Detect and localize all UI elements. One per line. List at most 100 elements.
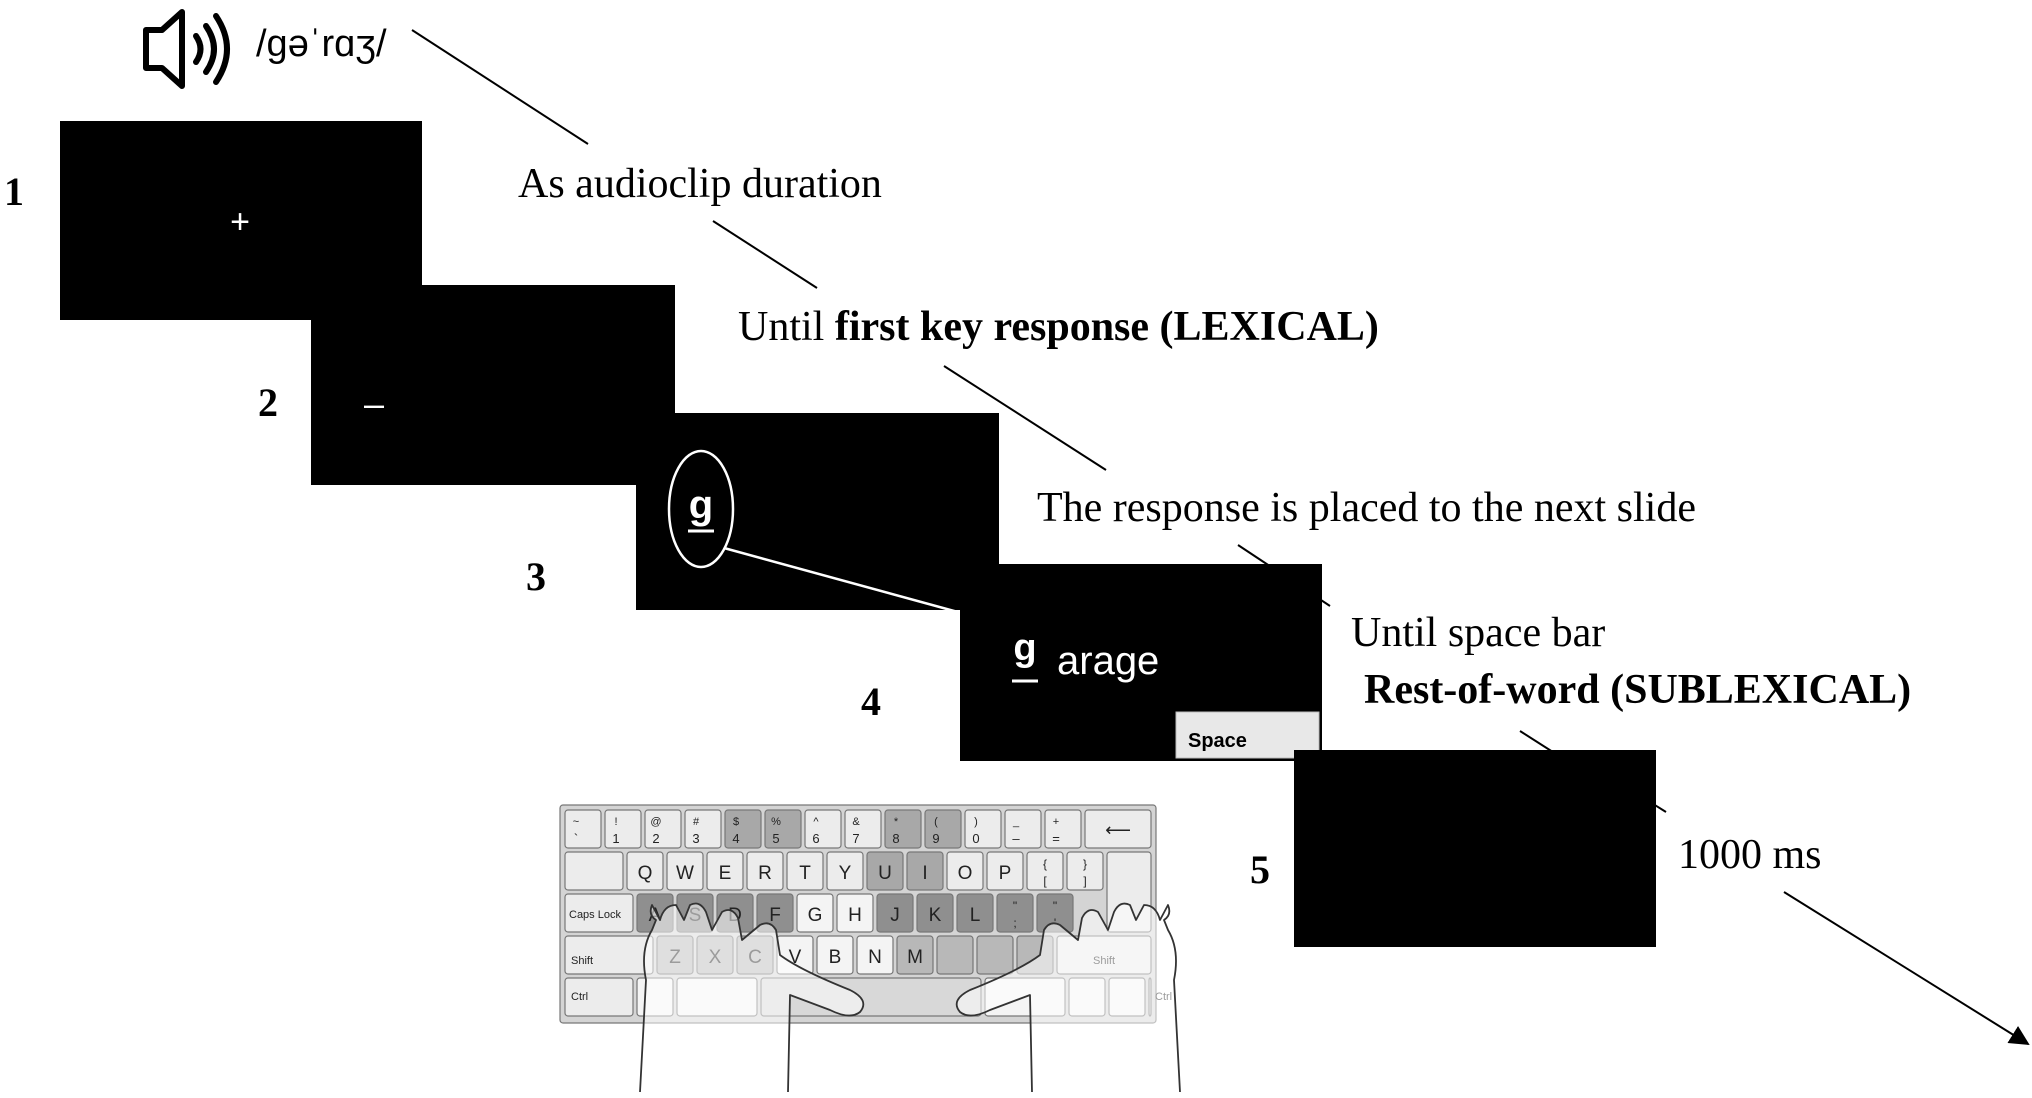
key-number-9-label: 9 — [932, 831, 939, 846]
key-number-6 — [804, 809, 842, 849]
speaker-icon — [143, 9, 230, 89]
key-number-3-label: 3 — [692, 831, 699, 846]
key-number-5 — [764, 809, 802, 849]
connector-line-3 — [943, 365, 1107, 471]
key-number-4-shift-label: $ — [733, 816, 739, 828]
key-number-1-label: 1 — [612, 831, 619, 846]
key-p-label: P — [999, 863, 1012, 884]
key-f-label: F — [769, 905, 781, 926]
key-number-10-label: 0 — [972, 831, 979, 846]
duration-label-5: 1000 ms — [1678, 832, 1822, 878]
duration-label-4-line-1: Until space bar — [1351, 610, 1605, 656]
key-number-0 — [564, 809, 602, 849]
key-ctrl-left — [564, 977, 634, 1017]
screen-3-typed-letter: g — [689, 483, 713, 527]
key-number-5-label: 5 — [772, 831, 779, 846]
response-highlight-ellipse — [667, 449, 735, 569]
key-punct-0 — [996, 893, 1034, 933]
key-number-6-shift-label: ^ — [813, 816, 819, 828]
key-k-label: K — [929, 905, 942, 926]
key-number-4 — [724, 809, 762, 849]
duration-label-4-line-2: Rest-of-word (SUBLEXICAL) — [1364, 667, 1911, 713]
key-number-7 — [844, 809, 882, 849]
key-number-10 — [964, 809, 1002, 849]
key-number-2 — [644, 809, 682, 849]
key-number-12 — [1044, 809, 1082, 849]
key-number-5-shift-label: % — [771, 816, 781, 828]
key-bracket-1-bottom: ] — [1083, 874, 1086, 888]
key-number-7-label: 7 — [852, 831, 859, 846]
step-number-5: 5 — [1250, 847, 1270, 892]
key-number-8-shift-label: * — [894, 816, 899, 828]
key-i-label: I — [922, 863, 927, 884]
key-number-6-label: 6 — [812, 831, 819, 846]
key-punct-0-bottom: ; — [1013, 916, 1016, 930]
key-r-label: R — [758, 863, 772, 884]
duration-label-2-prefix: Until — [738, 304, 835, 350]
key-k — [916, 893, 954, 933]
key-number-8-label: 8 — [892, 831, 899, 846]
connector-line-2 — [712, 220, 818, 289]
key-b-label: B — [829, 947, 842, 968]
screen-3 — [636, 413, 999, 610]
key-bracket-0 — [1026, 851, 1064, 891]
screen-2-dash: – — [364, 383, 384, 424]
duration-label-3: The response is placed to the next slide — [1037, 485, 1696, 531]
timeline-arrow — [1783, 891, 2030, 1046]
key-u — [866, 851, 904, 891]
key-number-8 — [884, 809, 922, 849]
key-number-10-shift-label: ) — [974, 816, 978, 828]
key-number-7-shift-label: & — [852, 816, 860, 828]
key-bracket-1-top: } — [1083, 857, 1087, 871]
key-number-2-label: 2 — [652, 831, 659, 846]
audio-transcription: /ɡəˈrɑʒ/ — [256, 23, 387, 65]
key-number-11-shift-label: _ — [1012, 816, 1020, 828]
right-hand — [955, 902, 1181, 1093]
key-r — [746, 851, 784, 891]
key-o — [946, 851, 984, 891]
key-tab — [564, 851, 624, 891]
key-p — [986, 851, 1024, 891]
key-backspace-label: ⟵ — [1105, 820, 1131, 840]
key-u-label: U — [878, 863, 892, 884]
key-ctrl-left-label: Ctrl — [571, 991, 588, 1003]
key-w-label: W — [676, 863, 694, 884]
key-number-3-shift-label: # — [693, 816, 700, 828]
key-i — [906, 851, 944, 891]
key-n-label: N — [868, 947, 882, 968]
key-q — [626, 851, 664, 891]
key-g-label: G — [808, 905, 823, 926]
key-shift-left-label: Shift — [571, 955, 593, 967]
step-number-3: 3 — [526, 554, 546, 599]
key-n — [856, 935, 894, 975]
key-number-11-label: – — [1012, 831, 1020, 846]
key-caps-lock-label: Caps Lock — [569, 909, 621, 921]
key-punct-1-top: " — [1053, 899, 1057, 913]
step-number-4: 4 — [861, 679, 881, 724]
key-l — [956, 893, 994, 933]
key-row4-extra-0 — [936, 935, 974, 975]
step-number-1: 1 — [4, 169, 24, 214]
key-t-label: T — [799, 863, 811, 884]
key-number-1 — [604, 809, 642, 849]
key-t — [786, 851, 824, 891]
key-number-1-shift-label: ! — [614, 816, 617, 828]
key-number-12-label: = — [1052, 831, 1060, 846]
duration-label-2-bold: first key response (LEXICAL) — [835, 304, 1379, 350]
key-punct-0-top: " — [1013, 899, 1017, 913]
duration-label-1: As audioclip duration — [518, 161, 882, 207]
left-hand — [639, 902, 865, 1093]
key-bracket-0-top: { — [1043, 857, 1047, 871]
key-h — [836, 893, 874, 933]
space-key-label: Space — [1188, 730, 1247, 752]
key-bracket-1 — [1066, 851, 1104, 891]
key-number-4-label: 4 — [732, 831, 739, 846]
key-j — [876, 893, 914, 933]
key-m-label: M — [907, 947, 923, 968]
key-number-2-shift-label: @ — [650, 816, 661, 828]
key-bracket-0-bottom: [ — [1043, 874, 1047, 888]
key-number-0-shift-label: ~ — [573, 816, 579, 828]
key-o-label: O — [958, 863, 973, 884]
